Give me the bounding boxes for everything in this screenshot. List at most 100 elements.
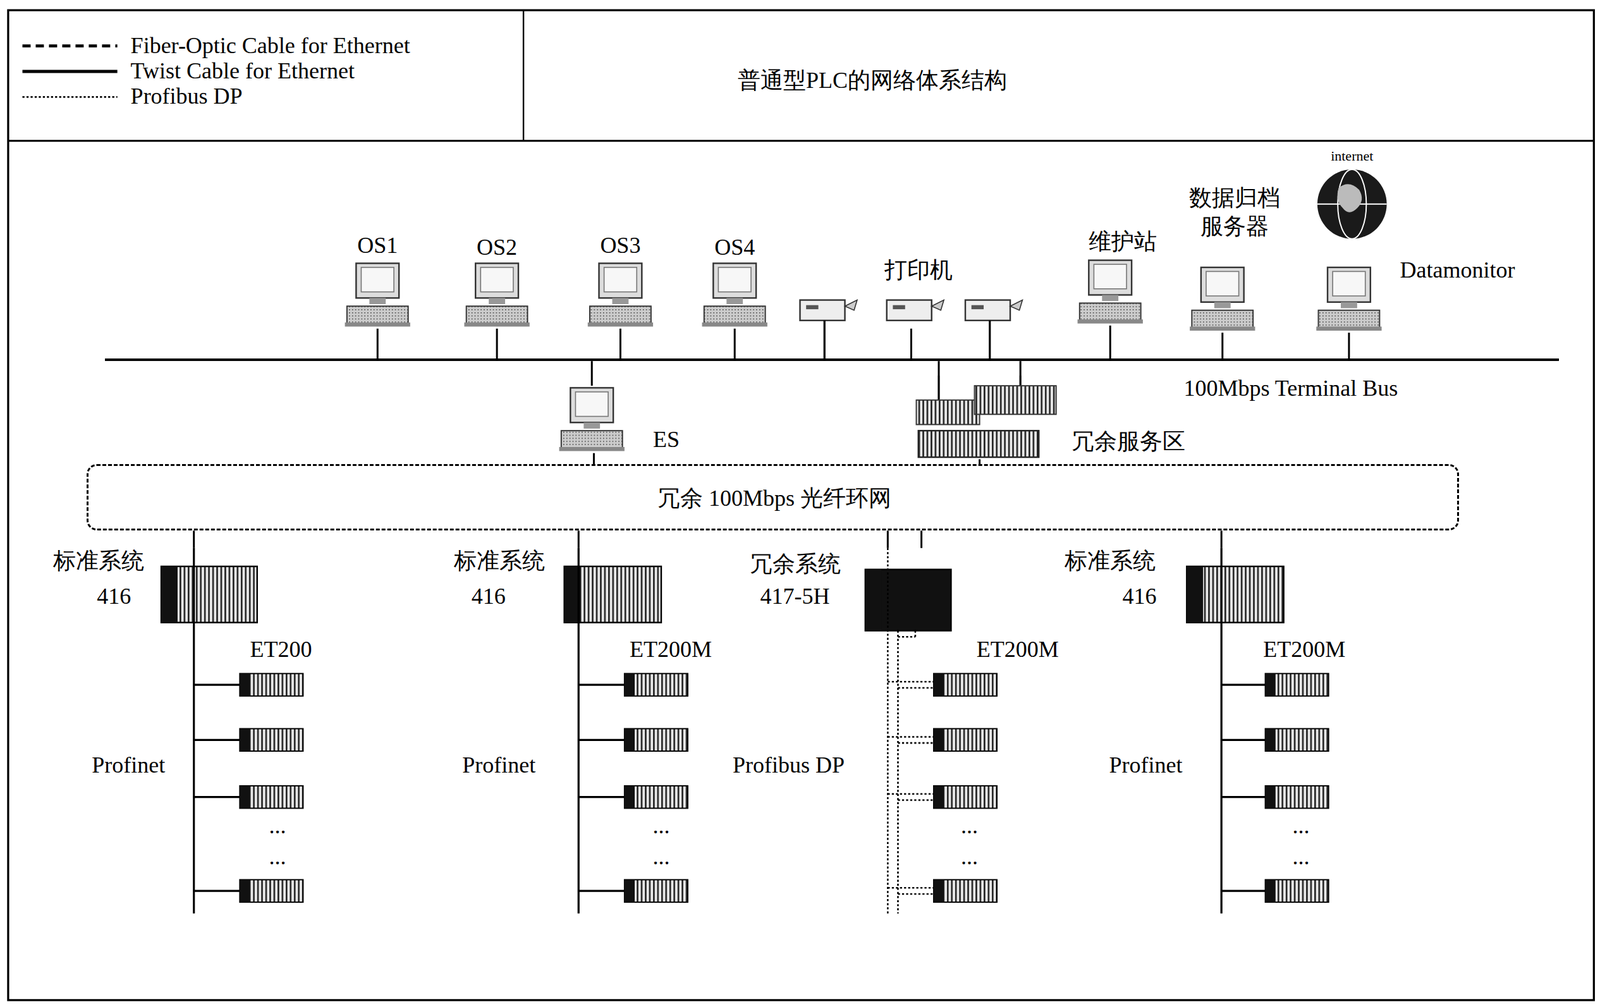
server-box (916, 400, 980, 425)
module-head (239, 673, 250, 697)
module-body (624, 879, 688, 903)
profinet-line (192, 548, 195, 914)
printer-icon (800, 300, 858, 321)
monitor-stand (1340, 302, 1358, 309)
monitor-stand (583, 422, 600, 429)
et200-module (624, 879, 688, 903)
module-head (624, 785, 635, 809)
profinet-stub (1221, 683, 1265, 686)
bus-label: ... (960, 843, 978, 870)
printer-body (800, 300, 846, 321)
plc-node: 标准系统416 (51, 548, 261, 625)
profinet-stub (194, 890, 241, 892)
profibus-stub (897, 742, 934, 745)
plc-node: 冗余系统417-5H (747, 548, 954, 633)
rack-body (1186, 566, 1284, 623)
profinet-stub (194, 795, 241, 798)
screen (480, 267, 514, 293)
module-body (933, 785, 997, 809)
module-body (1265, 673, 1329, 697)
printer-body (886, 300, 932, 321)
module-body (1265, 728, 1329, 752)
network-cable (733, 328, 736, 359)
node-label: OS1 (357, 232, 398, 259)
rack-cpu (161, 566, 178, 623)
legend-sample (22, 44, 118, 48)
module-head (1265, 728, 1276, 752)
node-label: 维护站 (1088, 228, 1157, 255)
monitor (1201, 267, 1245, 303)
et200-module (1265, 673, 1329, 697)
et200-module (624, 728, 688, 752)
network-cable (1109, 325, 1112, 359)
et200-module (239, 673, 303, 697)
screen (1332, 271, 1366, 296)
module-head (933, 728, 944, 752)
globe (1317, 169, 1387, 239)
computer-node: OS4 (702, 230, 768, 329)
profibus-line (897, 635, 915, 638)
et200-module (1265, 728, 1329, 752)
bus-label: ET200M (629, 636, 712, 663)
et200-module (239, 879, 303, 903)
keyboard (1191, 310, 1253, 329)
module-body (624, 728, 688, 752)
computer-icon (1189, 267, 1255, 331)
keyboard (704, 305, 766, 325)
module-head (933, 879, 944, 903)
node-label: Datamonitor (1400, 257, 1516, 284)
module-head (239, 728, 250, 752)
globe-icon (1317, 169, 1387, 239)
server-drop (1019, 375, 1022, 386)
monitor (599, 262, 643, 298)
network-cable (886, 530, 889, 548)
monitor (713, 262, 757, 298)
network-cable (619, 328, 622, 359)
monitor (475, 262, 519, 298)
keyboard (1318, 310, 1380, 329)
node-label: 冗余服务区 (1071, 428, 1186, 455)
terminal-bus: 100Mbps Terminal Bus (104, 358, 1559, 361)
bus-label: Profinet (1109, 752, 1183, 779)
network-cable (592, 453, 595, 465)
monitor (355, 262, 399, 298)
computer-node: ES (556, 385, 694, 454)
et200-module (933, 728, 997, 752)
node-label: 数据归档 服务器 (1184, 183, 1285, 241)
keyboard-base (464, 322, 530, 327)
printer-slot (971, 305, 984, 310)
printer-icon (886, 300, 944, 321)
computer-node: Datamonitor (1314, 255, 1541, 334)
computer-icon (464, 262, 530, 327)
module-body (1265, 785, 1329, 809)
keyboard-base (702, 322, 768, 327)
profinet-line (577, 548, 580, 914)
computer-node: OS3 (587, 230, 654, 329)
rack-body (161, 566, 258, 623)
printer-slot (892, 305, 905, 310)
globe-land (1337, 183, 1363, 212)
printer-paper (845, 300, 858, 311)
computer-icon (702, 262, 768, 327)
fiber-ring: 冗余 100Mbps 光纤环网 (86, 464, 1460, 531)
node-label: 标准系统 (1064, 548, 1156, 575)
profibus-stub (897, 799, 934, 801)
screen (360, 267, 394, 293)
header-rule (8, 139, 1594, 142)
screen (575, 391, 609, 417)
module-body (239, 879, 303, 903)
monitor-stand (488, 297, 506, 305)
printer-body (965, 300, 1011, 321)
printer-slot (806, 305, 819, 310)
node-label: OS2 (476, 234, 518, 261)
keyboard-base (559, 446, 625, 451)
computer-icon (345, 262, 411, 327)
module-head (1265, 879, 1276, 903)
monitor (1327, 267, 1371, 303)
profibus-stub (897, 687, 934, 690)
bus-label: Profinet (462, 752, 536, 779)
bus-label: Profibus DP (732, 752, 845, 779)
keyboard-base (1189, 326, 1255, 331)
module-body (933, 673, 997, 697)
